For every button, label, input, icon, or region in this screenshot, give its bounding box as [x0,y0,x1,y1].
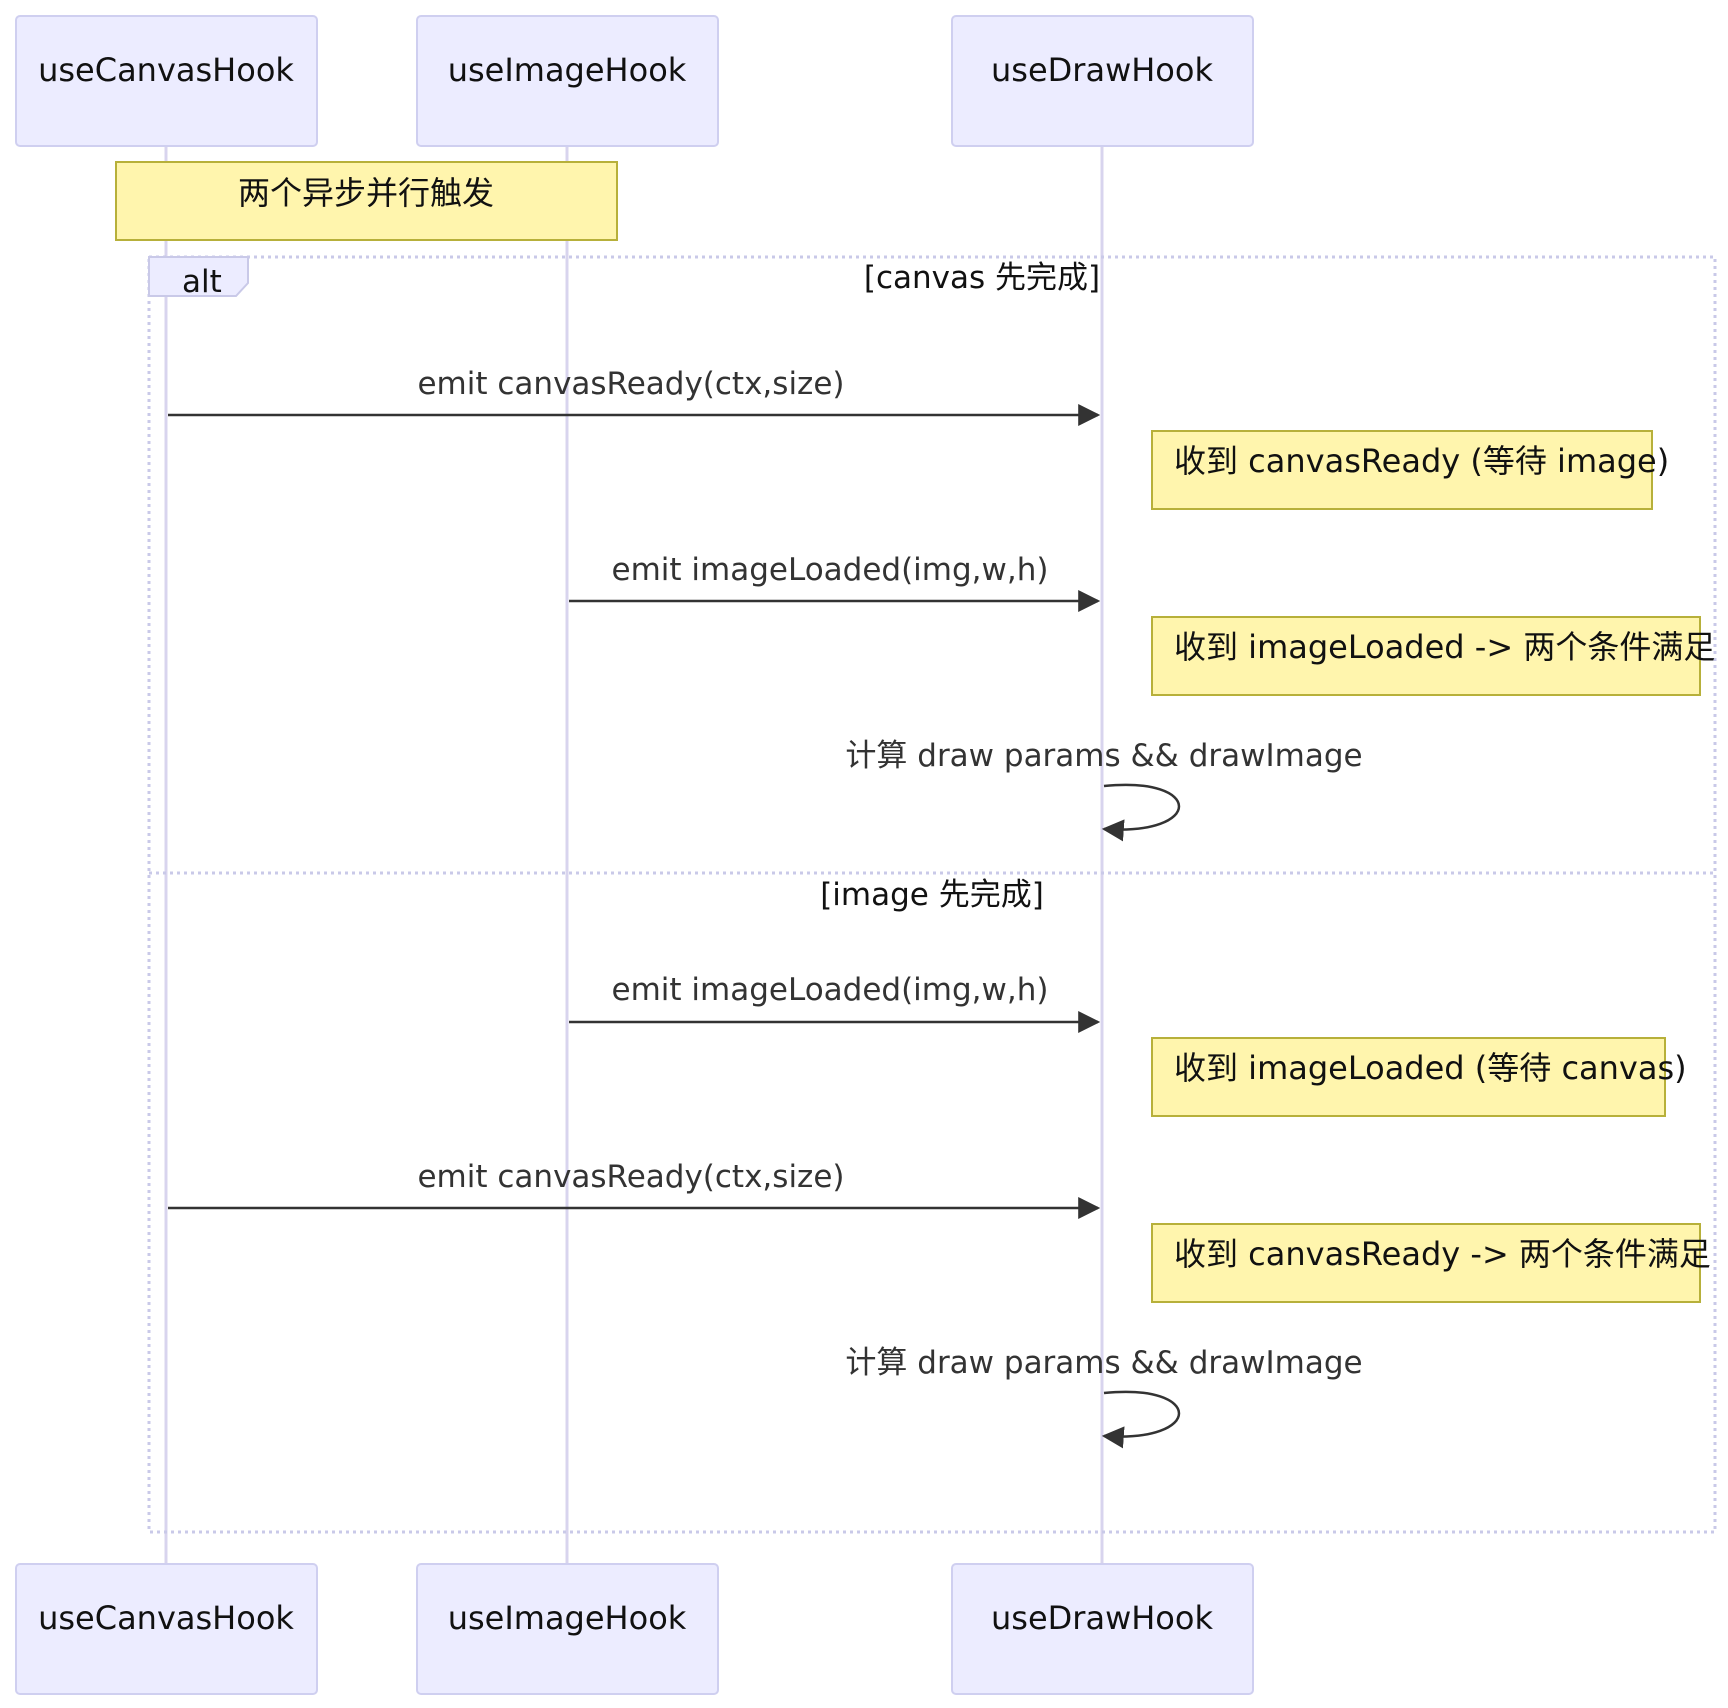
actor-bottom-image: useImageHook [416,1563,719,1695]
actor-label: useCanvasHook [38,1599,294,1637]
message-label: emit imageLoaded(img,w,h) [612,972,1049,1008]
message-image-loaded-2: emit imageLoaded(img,w,h) [569,972,1101,1033]
note-text: 收到 canvasReady (等待 image) [1174,442,1669,480]
note-canvas-ready-satisfied: 收到 canvasReady -> 两个条件满足 [1151,1223,1711,1303]
actor-bottom-draw: useDrawHook [951,1563,1254,1695]
actor-bottom-canvas: useCanvasHook [15,1563,318,1695]
message-label: emit canvasReady(ctx,size) [417,366,844,402]
actor-label: useDrawHook [991,1599,1213,1637]
actor-label: useCanvasHook [38,51,294,89]
alt-label: alt [182,264,222,300]
alt-frame: alt [canvas 先完成] [image 先完成] [147,255,1717,1534]
message-image-loaded-1: emit imageLoaded(img,w,h) [569,552,1101,612]
message-label: emit canvasReady(ctx,size) [417,1159,844,1195]
note-image-loaded-waiting: 收到 imageLoaded (等待 canvas) [1151,1037,1687,1117]
note-text: 收到 imageLoaded -> 两个条件满足 [1174,628,1715,666]
note-text: 两个异步并行触发 [238,174,494,212]
note-image-loaded-satisfied: 收到 imageLoaded -> 两个条件满足 [1151,616,1715,696]
self-message-draw-2: 计算 draw params && drawImage [845,1345,1363,1449]
actor-label: useImageHook [448,1599,687,1637]
self-message-draw-1: 计算 draw params && drawImage [845,738,1363,842]
alt-guard-1: [canvas 先完成] [864,260,1100,296]
note-text: 收到 imageLoaded (等待 canvas) [1174,1049,1687,1087]
actor-label: useDrawHook [991,51,1213,89]
message-label: 计算 draw params && drawImage [845,1345,1362,1381]
actor-top-image: useImageHook [416,15,719,147]
note-text: 收到 canvasReady -> 两个条件满足 [1174,1235,1711,1273]
alt-guard-2: [image 先完成] [820,877,1044,913]
message-label: emit imageLoaded(img,w,h) [612,552,1049,588]
actor-top-canvas: useCanvasHook [15,15,318,147]
actor-top-draw: useDrawHook [951,15,1254,147]
message-canvas-ready-2: emit canvasReady(ctx,size) [168,1159,1101,1219]
actor-label: useImageHook [448,51,687,89]
message-canvas-ready-1: emit canvasReady(ctx,size) [168,366,1101,426]
note-canvas-ready-waiting: 收到 canvasReady (等待 image) [1151,430,1669,510]
message-label: 计算 draw params && drawImage [845,738,1362,774]
note-parallel: 两个异步并行触发 [115,161,618,241]
